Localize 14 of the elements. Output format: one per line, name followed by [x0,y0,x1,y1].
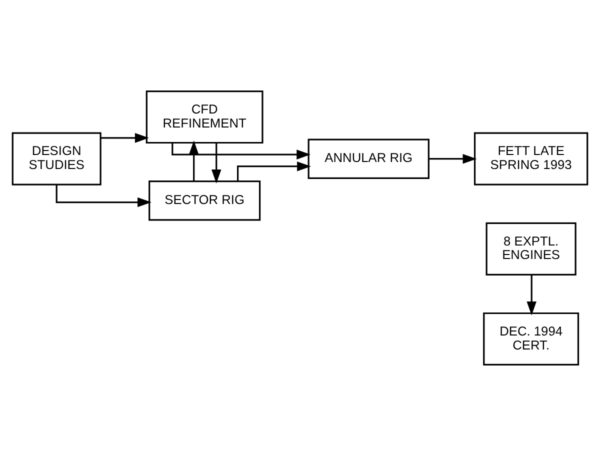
arrow [100,133,149,143]
node-box: DEC. 1994 CERT. [483,312,580,366]
arrow [211,143,222,184]
arrow [188,140,199,182]
node-box: CFD REFINEMENT [146,90,264,144]
node-box: SECTOR RIG [148,180,261,221]
node-box: 8 EXPTL. ENGINES [486,222,576,276]
node-box: FETT LATE SPRING 1993 [474,132,588,186]
node-box: ANNULAR RIG [308,138,430,179]
node-box: DESIGN STUDIES [12,132,102,186]
arrow [172,143,311,160]
arrow [429,154,477,164]
arrow [526,274,536,316]
arrow [56,184,152,208]
